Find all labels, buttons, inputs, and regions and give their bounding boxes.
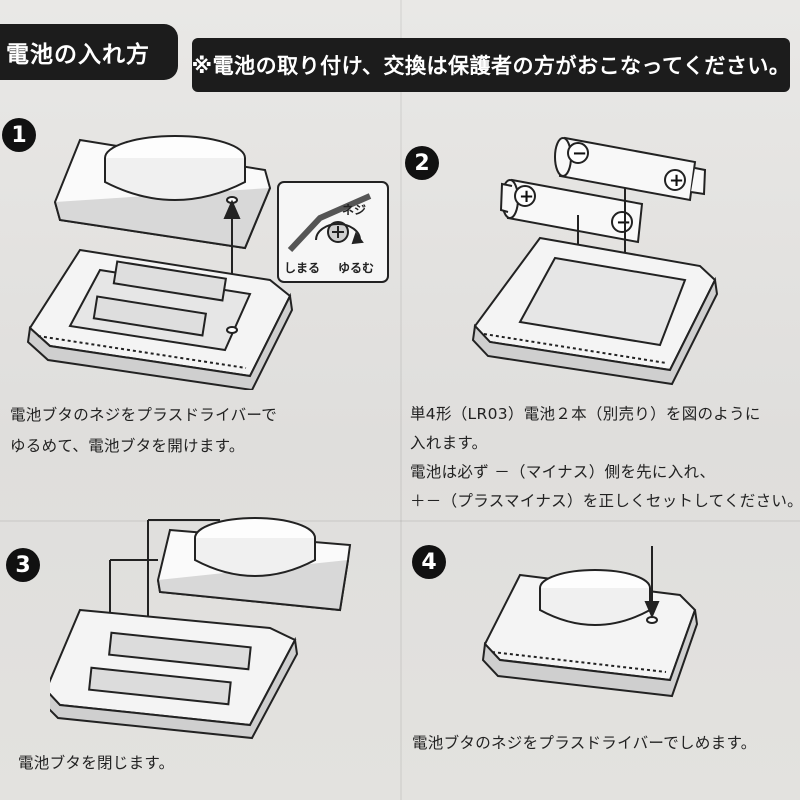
toy-battery-compartment [50, 608, 299, 740]
loosen-label: ゆるむ [338, 261, 374, 275]
aaa-battery-front [499, 178, 644, 244]
toy-closed [481, 569, 699, 698]
step-1-illustration: ネジ しまる ゆるむ [26, 135, 389, 390]
step-3-line: 電池ブタを閉じます。 [18, 754, 175, 772]
screw-label: ネジ [342, 203, 366, 217]
step-4-caption: 電池ブタのネジをプラスドライバーでしめます。 [412, 728, 757, 759]
step-4-number: 4 [412, 545, 446, 579]
toy-battery-compartment [26, 248, 294, 390]
step-3-illustration [50, 517, 352, 740]
step-1-line: ゆるめて、電池ブタを開けます。 [10, 437, 245, 455]
step-2-line: 単4形（LR03）電池２本（別売り）を図のように [410, 405, 761, 423]
step-1-caption: 電池ブタのネジをプラスドライバーで ゆるめて、電池ブタを開けます。 [10, 400, 277, 462]
step-2-line: 入れます。 [410, 434, 488, 452]
plus-sign: + [519, 186, 534, 207]
screw-callout [277, 181, 389, 283]
step-1-number: 1 [2, 118, 36, 152]
step-2-line: 電池は必ず －（マイナス）側を先に入れ、 [410, 463, 716, 481]
aaa-battery-rear [554, 136, 707, 202]
step-2-number: 2 [405, 146, 439, 180]
step-4-illustration [481, 546, 699, 698]
step-2-line: ＋－（プラスマイナス）を正しくセットしてください。 [410, 492, 800, 510]
minus-sign: − [616, 212, 631, 233]
step-2-illustration: − + + − [471, 136, 719, 386]
tighten-label: しまる [284, 261, 320, 275]
section-title: 電池の入れ方 [0, 24, 178, 80]
battery-lid-open [53, 135, 272, 250]
plus-sign: + [669, 170, 684, 191]
step-2-caption: 単4形（LR03）電池２本（別売り）を図のように 入れます。 電池は必ず －（マ… [410, 400, 800, 516]
toy-battery-compartment [471, 236, 719, 386]
paper-fold-vertical [400, 0, 402, 800]
minus-sign: − [572, 143, 587, 164]
step-4-line: 電池ブタのネジをプラスドライバーでしめます。 [412, 734, 757, 752]
step-3-caption: 電池ブタを閉じます。 [18, 748, 174, 779]
guardian-notice: ※電池の取り付け、交換は保護者の方がおこなってください。 [192, 38, 790, 92]
paper-fold-horizontal [0, 520, 800, 522]
step-3-number: 3 [6, 548, 40, 582]
step-1-line: 電池ブタのネジをプラスドライバーで [10, 406, 278, 424]
tighten-arrow [644, 546, 660, 619]
battery-lid [156, 517, 352, 612]
